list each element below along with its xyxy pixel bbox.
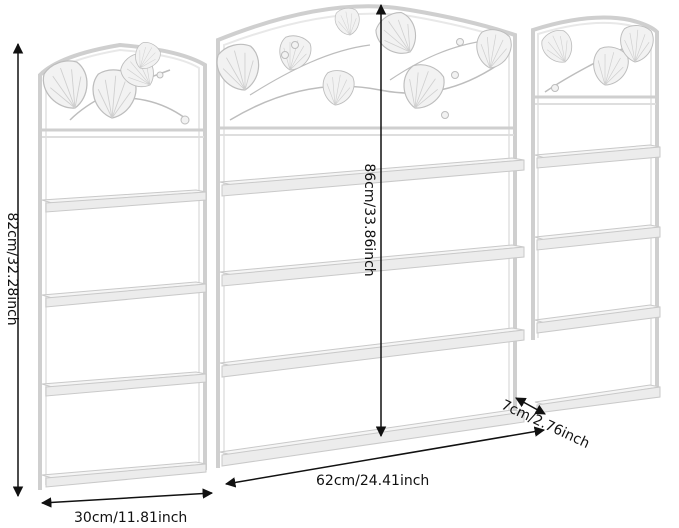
ginkgo-decoration-left — [37, 38, 190, 125]
center-height-label: 86cm/33.86inch — [361, 163, 377, 277]
dimension-lines — [12, 3, 546, 508]
depth-line — [515, 397, 546, 415]
left-shelf-tiers — [41, 189, 207, 488]
center-width-line — [224, 426, 546, 488]
ginkgo-decoration-right — [537, 23, 655, 93]
left-shelf-unit — [37, 38, 207, 490]
center-width-label: 62cm/24.41inch — [316, 473, 430, 489]
right-shelf-tiers — [534, 144, 661, 414]
left-width-label: 30cm/11.81inch — [74, 510, 188, 526]
left-width-line — [40, 488, 214, 508]
left-height-label: 82cm/32.28inch — [4, 212, 20, 326]
right-shelf-unit — [531, 15, 661, 414]
